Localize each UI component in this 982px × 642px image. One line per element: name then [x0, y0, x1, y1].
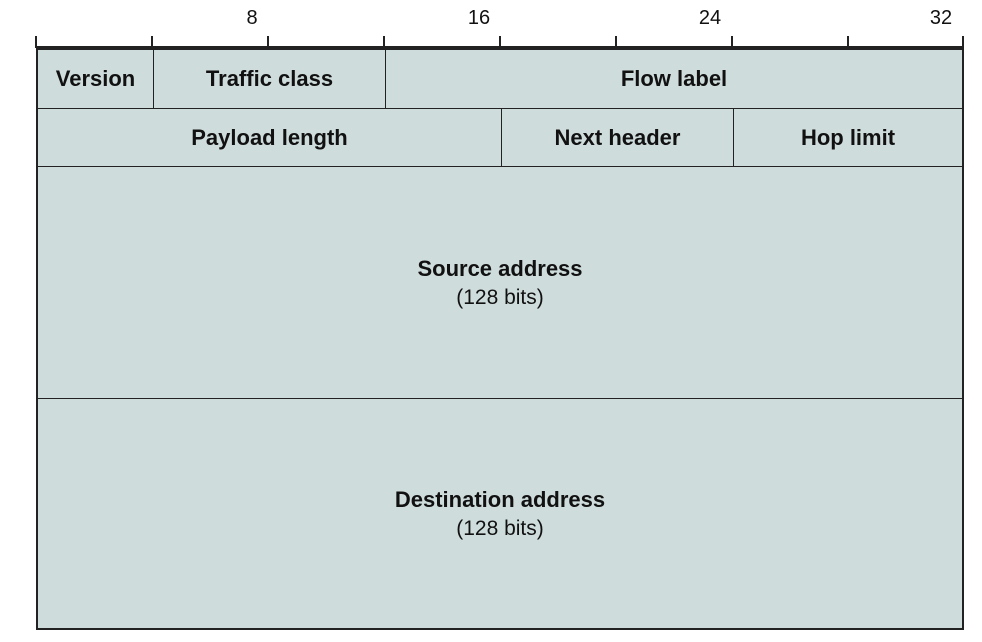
traffic-class-field: Traffic class [154, 50, 386, 109]
ruler-tick [267, 36, 269, 48]
next-header-label: Next header [554, 124, 681, 150]
version-label: Version [55, 66, 136, 91]
flow-label-field: Flow label [386, 50, 962, 109]
source-address-field: Source address (128 bits) [38, 167, 962, 399]
next-header-field: Next header [502, 109, 734, 167]
source-address-label: Source address [417, 255, 583, 281]
flow-label-label: Flow label [620, 66, 728, 91]
ruler-tick [383, 36, 385, 48]
bit-ruler: 8 16 24 32 [0, 0, 982, 50]
ruler-tick [962, 36, 964, 48]
bit-label-24: 24 [698, 7, 722, 29]
ruler-tick [847, 36, 849, 48]
payload-length-label: Payload length [191, 124, 348, 150]
traffic-class-label: Traffic class [205, 66, 334, 91]
ipv6-header-table: Version Traffic class Flow label Payload… [36, 48, 964, 630]
payload-length-field: Payload length [38, 109, 502, 167]
ruler-tick [499, 36, 501, 48]
destination-address-field: Destination address (128 bits) [38, 399, 962, 628]
hop-limit-label: Hop limit [800, 124, 896, 150]
bit-label-32: 32 [929, 7, 953, 29]
hop-limit-field: Hop limit [734, 109, 962, 167]
ruler-tick [35, 36, 37, 48]
version-field: Version [38, 50, 154, 109]
ruler-tick [615, 36, 617, 48]
ruler-tick [731, 36, 733, 48]
destination-address-label: Destination address [394, 486, 606, 512]
bit-label-8: 8 [246, 7, 258, 29]
ruler-tick [151, 36, 153, 48]
source-address-size: (128 bits) [456, 285, 544, 309]
bit-label-16: 16 [467, 7, 491, 29]
destination-address-size: (128 bits) [456, 516, 544, 540]
